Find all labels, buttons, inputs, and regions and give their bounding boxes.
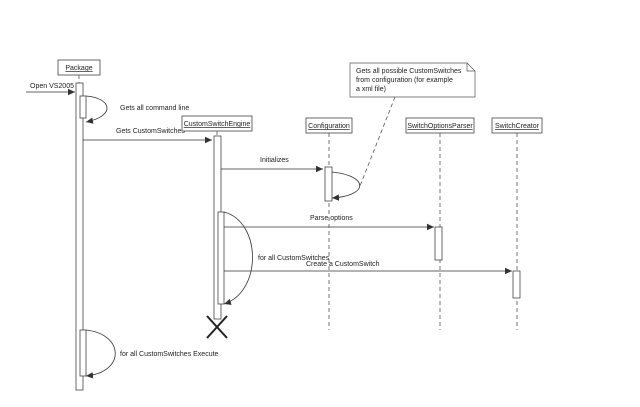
note: Gets all possible CustomSwitches from co…	[349, 62, 476, 187]
engine-nested-activation	[217, 211, 225, 305]
note-line-1: Gets all possible CustomSwitches	[356, 68, 462, 75]
configuration-label: Configuration	[308, 123, 350, 130]
note-anchor-line	[359, 96, 396, 187]
configuration-activation	[324, 166, 333, 202]
message-gets-custom-switches: Gets CustomSwitches	[83, 128, 212, 144]
gets-custom-switches-label: Gets CustomSwitches	[116, 128, 185, 135]
create-switch-label: Create a CustomSwitch	[306, 261, 380, 268]
lifeline-parser: SwitchOptionsParser	[405, 117, 475, 330]
lifeline-engine: CustomSwitchEngine	[181, 115, 253, 339]
creator-activation	[512, 270, 521, 299]
note-line-3: a xml file)	[356, 86, 386, 93]
message-create-switch: Create a CustomSwitch	[224, 261, 512, 275]
for-all-execute-label: for all CustomSwitches Execute	[120, 351, 219, 358]
for-all-execute-arrow	[85, 329, 116, 379]
gets-command-line-label: Gets all command line	[120, 105, 189, 112]
message-open-vs: Open VS2005	[26, 83, 75, 96]
parser-label: SwitchOptionsParser	[407, 123, 473, 130]
parse-options-label: Parse options	[310, 215, 353, 222]
note-line-2: from configuration (for example	[356, 77, 453, 84]
destroy-marker	[206, 315, 228, 339]
package-activation	[75, 82, 84, 391]
for-all-switches-label: for all CustomSwitches	[258, 255, 330, 262]
message-for-all-switches: for all CustomSwitches	[223, 211, 330, 305]
for-all-switches-arrow	[223, 211, 253, 305]
package-label: Package	[65, 65, 92, 72]
message-initializes: Initializes	[221, 157, 323, 173]
message-gets-command-line: Gets all command line	[79, 95, 189, 124]
gets-command-line-arrow	[85, 95, 108, 124]
configuration-self-arrow	[331, 171, 361, 201]
lifeline-package: Package	[57, 59, 101, 391]
initializes-label: Initializes	[260, 157, 289, 164]
open-vs-label: Open VS2005	[30, 83, 74, 90]
package-nested-activation-1	[79, 95, 87, 119]
package-nested-activation-2	[79, 329, 87, 377]
parser-activation	[434, 226, 443, 261]
note-box	[349, 62, 476, 98]
creator-label: SwitchCreator	[495, 123, 540, 130]
lifeline-creator: SwitchCreator	[491, 117, 543, 330]
note-fold	[466, 63, 475, 72]
engine-label: CustomSwitchEngine	[184, 121, 251, 128]
lifeline-configuration: Configuration	[305, 117, 361, 330]
message-for-all-execute: for all CustomSwitches Execute	[79, 329, 219, 379]
